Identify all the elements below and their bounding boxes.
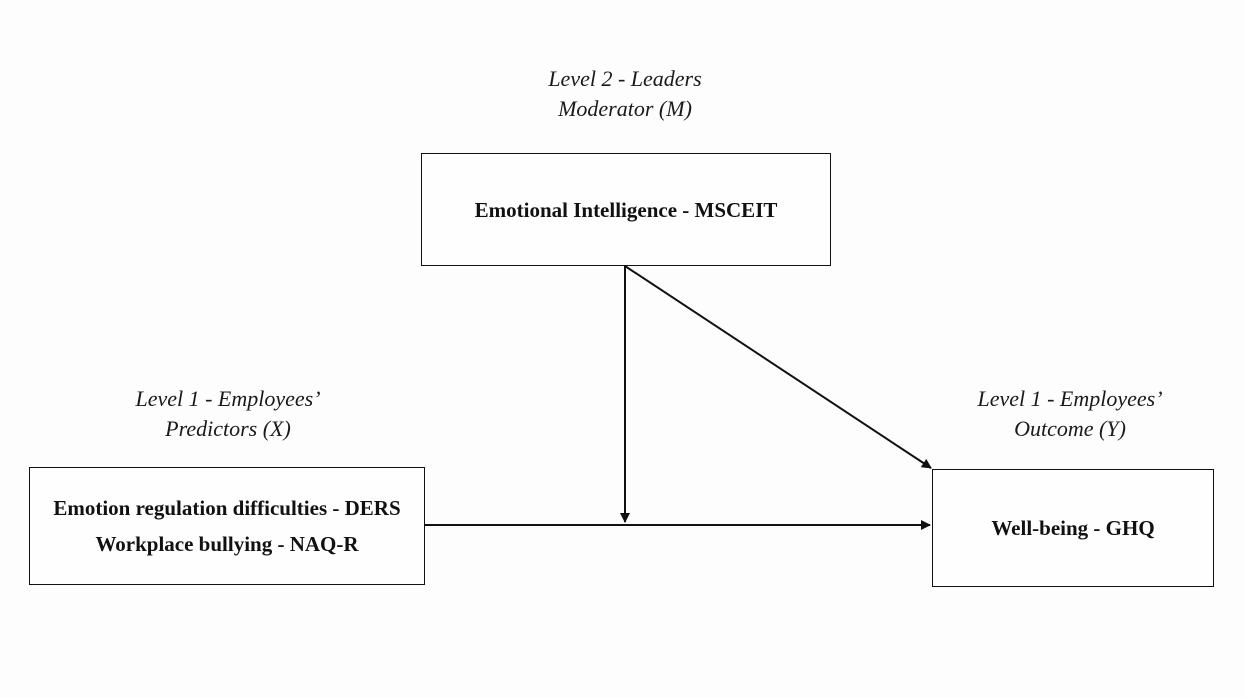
moderator-box-label: Emotional Intelligence - MSCEIT <box>474 197 778 222</box>
moderator-to-outcome-arrow <box>624 265 932 469</box>
predictors-level-label: Level 1 - Employees’ <box>135 386 321 411</box>
moderator-role-label: Moderator (M) <box>558 96 692 121</box>
outcome-caption: Level 1 - Employees’ Outcome (Y) <box>920 384 1220 444</box>
moderator-caption: Level 2 - Leaders Moderator (M) <box>475 64 775 124</box>
predictors-role-label: Predictors (X) <box>165 416 291 441</box>
predictors-caption: Level 1 - Employees’ Predictors (X) <box>78 384 378 444</box>
predictor-naqr-label: Workplace bullying - NAQ-R <box>95 532 359 556</box>
outcome-level-label: Level 1 - Employees’ <box>977 386 1163 411</box>
predictor-ders-label: Emotion regulation difficulties - DERS <box>53 496 401 520</box>
predictors-box: Emotion regulation difficulties - DERS W… <box>29 467 425 585</box>
outcome-role-label: Outcome (Y) <box>1014 416 1126 441</box>
outcome-box-label: Well-being - GHQ <box>991 516 1155 540</box>
outcome-box: Well-being - GHQ <box>932 469 1214 587</box>
moderator-level-label: Level 2 - Leaders <box>548 66 702 91</box>
moderator-box: Emotional Intelligence - MSCEIT <box>421 153 831 266</box>
